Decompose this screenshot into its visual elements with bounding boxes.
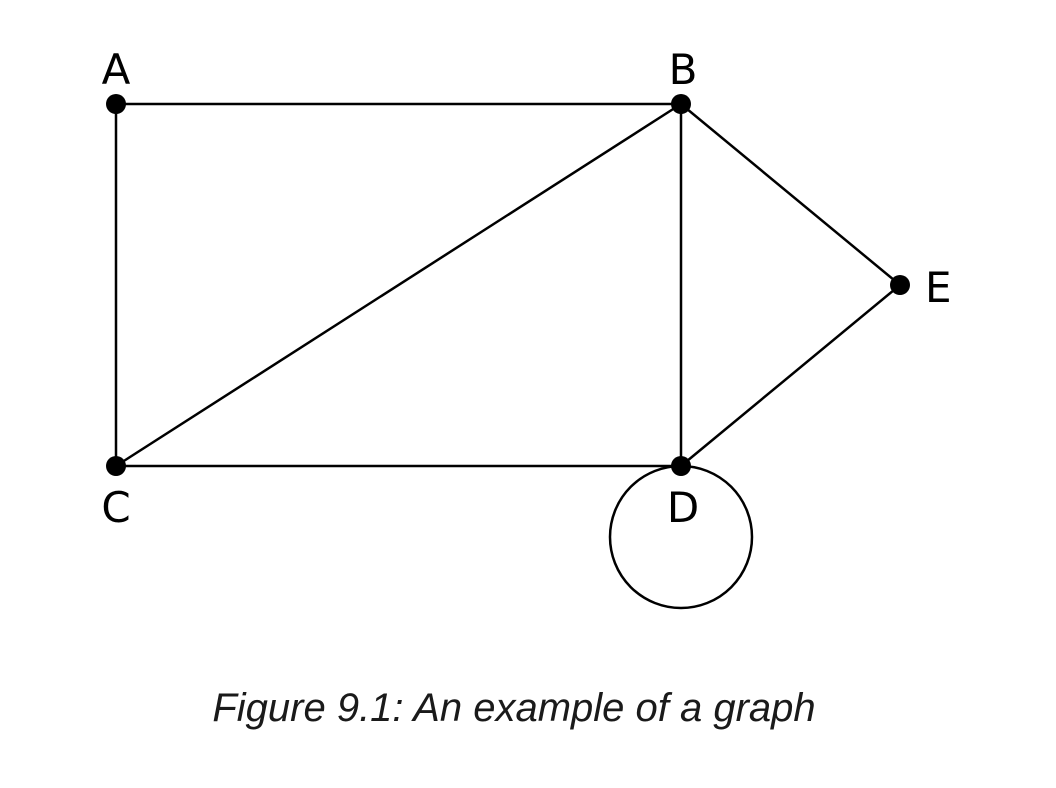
node-label-c: C: [101, 483, 130, 532]
node-label-e: E: [925, 263, 952, 312]
node-label-b: B: [669, 45, 698, 94]
figure-caption: Figure 9.1: An example of a graph: [212, 686, 816, 730]
node-label-a: A: [102, 45, 131, 94]
edge-b-c: [115, 102, 682, 468]
nodes: [106, 94, 910, 476]
edge-b-e: [680, 103, 901, 286]
node-a: [106, 94, 126, 114]
node-e: [890, 275, 910, 295]
edge-d-e: [680, 284, 901, 467]
node-label-d: D: [667, 483, 699, 532]
edges: [114, 102, 901, 610]
node-c: [106, 456, 126, 476]
node-labels: A B C D E: [101, 45, 951, 532]
node-d: [671, 456, 691, 476]
node-b: [671, 94, 691, 114]
